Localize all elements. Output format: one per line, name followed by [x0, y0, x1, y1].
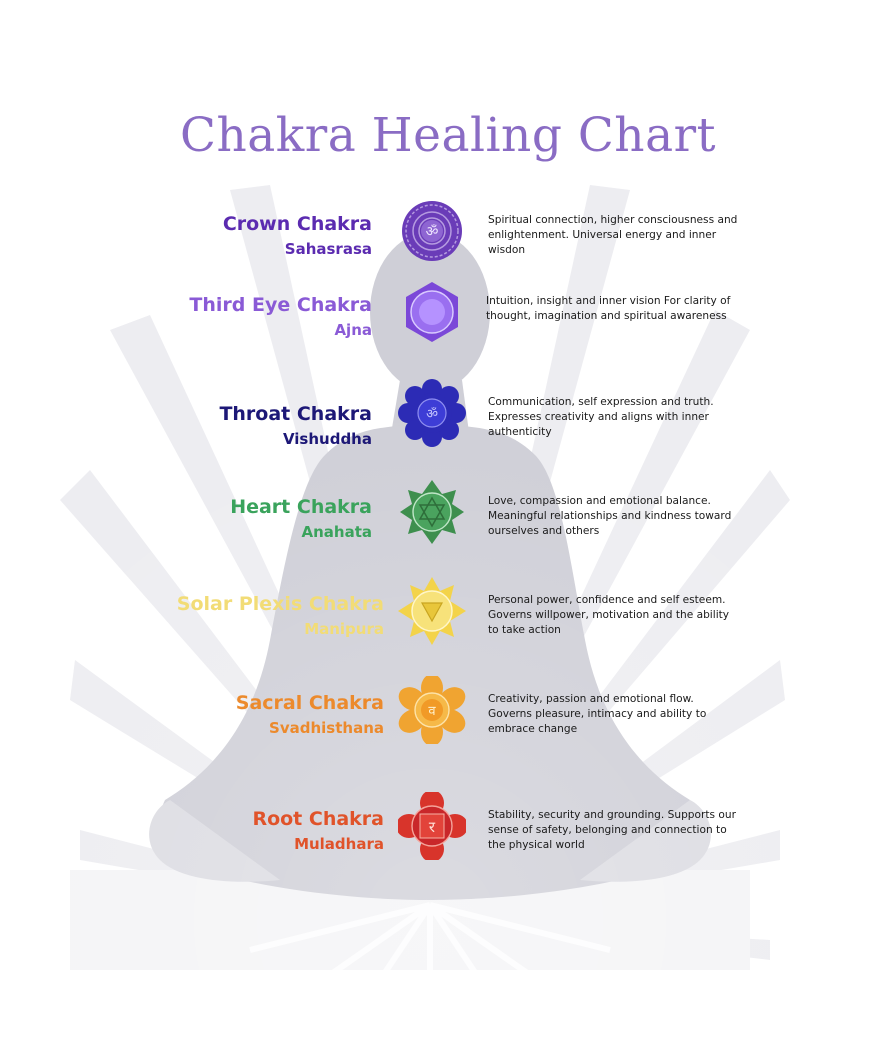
sacral-chakra-lotus-icon: व [398, 676, 466, 744]
chakra-name: Sacral Chakra [235, 692, 384, 714]
chakra-row-sacral: Sacral Chakra Svadhisthana व Creativity,… [0, 676, 880, 772]
heart-chakra-lotus-icon [400, 480, 464, 544]
crown-chakra-lotus-icon: ॐ [402, 201, 462, 261]
chakra-description: Stability, security and grounding. Suppo… [488, 809, 736, 851]
chakra-sanskrit-name: Manipura [304, 620, 384, 638]
root-chakra-lotus-icon: र [398, 792, 466, 860]
chakra-row-root: Root Chakra Muladhara र Stability, secur… [0, 792, 880, 888]
third-eye-chakra-lotus-icon [406, 282, 458, 342]
chakra-row-solar-plexus: Solar Plexis Chakra Manipura Personal po… [0, 577, 880, 673]
chakra-description: Creativity, passion and emotional flow. … [488, 693, 707, 735]
chakra-row-throat: Throat Chakra Vishuddha ॐ Communication,… [0, 379, 880, 475]
chakra-row-third-eye: Third Eye Chakra Ajna Intuition, insight… [0, 282, 880, 374]
svg-text:व: व [428, 704, 436, 719]
chakra-name: Root Chakra [252, 808, 384, 830]
chakra-description: Love, compassion and emotional balance. … [488, 495, 732, 537]
chakra-name: Crown Chakra [222, 213, 372, 235]
chakra-name: Throat Chakra [219, 403, 372, 425]
page-title: Chakra Healing Chart [180, 108, 716, 163]
chakra-description: Personal power, confidence and self este… [488, 594, 730, 636]
chakra-description: Intuition, insight and inner vision For … [486, 295, 731, 322]
chakra-sanskrit-name: Ajna [334, 321, 372, 339]
svg-text:ॐ: ॐ [426, 224, 439, 240]
chakra-name: Third Eye Chakra [189, 294, 372, 316]
chakra-name: Solar Plexis Chakra [176, 593, 384, 615]
chakra-sanskrit-name: Vishuddha [282, 430, 372, 448]
svg-text:ॐ: ॐ [426, 407, 438, 422]
chakra-sanskrit-name: Muladhara [294, 835, 384, 853]
chakra-description: Communication, self expression and truth… [488, 396, 714, 438]
svg-text:र: र [429, 818, 436, 836]
solar-plexus-chakra-lotus-icon [398, 577, 466, 645]
chakra-description: Spiritual connection, higher consciousne… [488, 214, 738, 256]
chakra-sanskrit-name: Svadhisthana [269, 719, 384, 737]
chakra-row-crown: Crown Chakra Sahasrasa ॐ Spiritual conne… [0, 201, 880, 293]
throat-chakra-lotus-icon: ॐ [398, 379, 466, 447]
chakra-sanskrit-name: Anahata [301, 523, 372, 541]
chakra-name: Heart Chakra [230, 496, 372, 518]
chakra-row-heart: Heart Chakra Anahata Love, compassion an… [0, 480, 880, 574]
chakra-sanskrit-name: Sahasrasa [284, 240, 372, 258]
